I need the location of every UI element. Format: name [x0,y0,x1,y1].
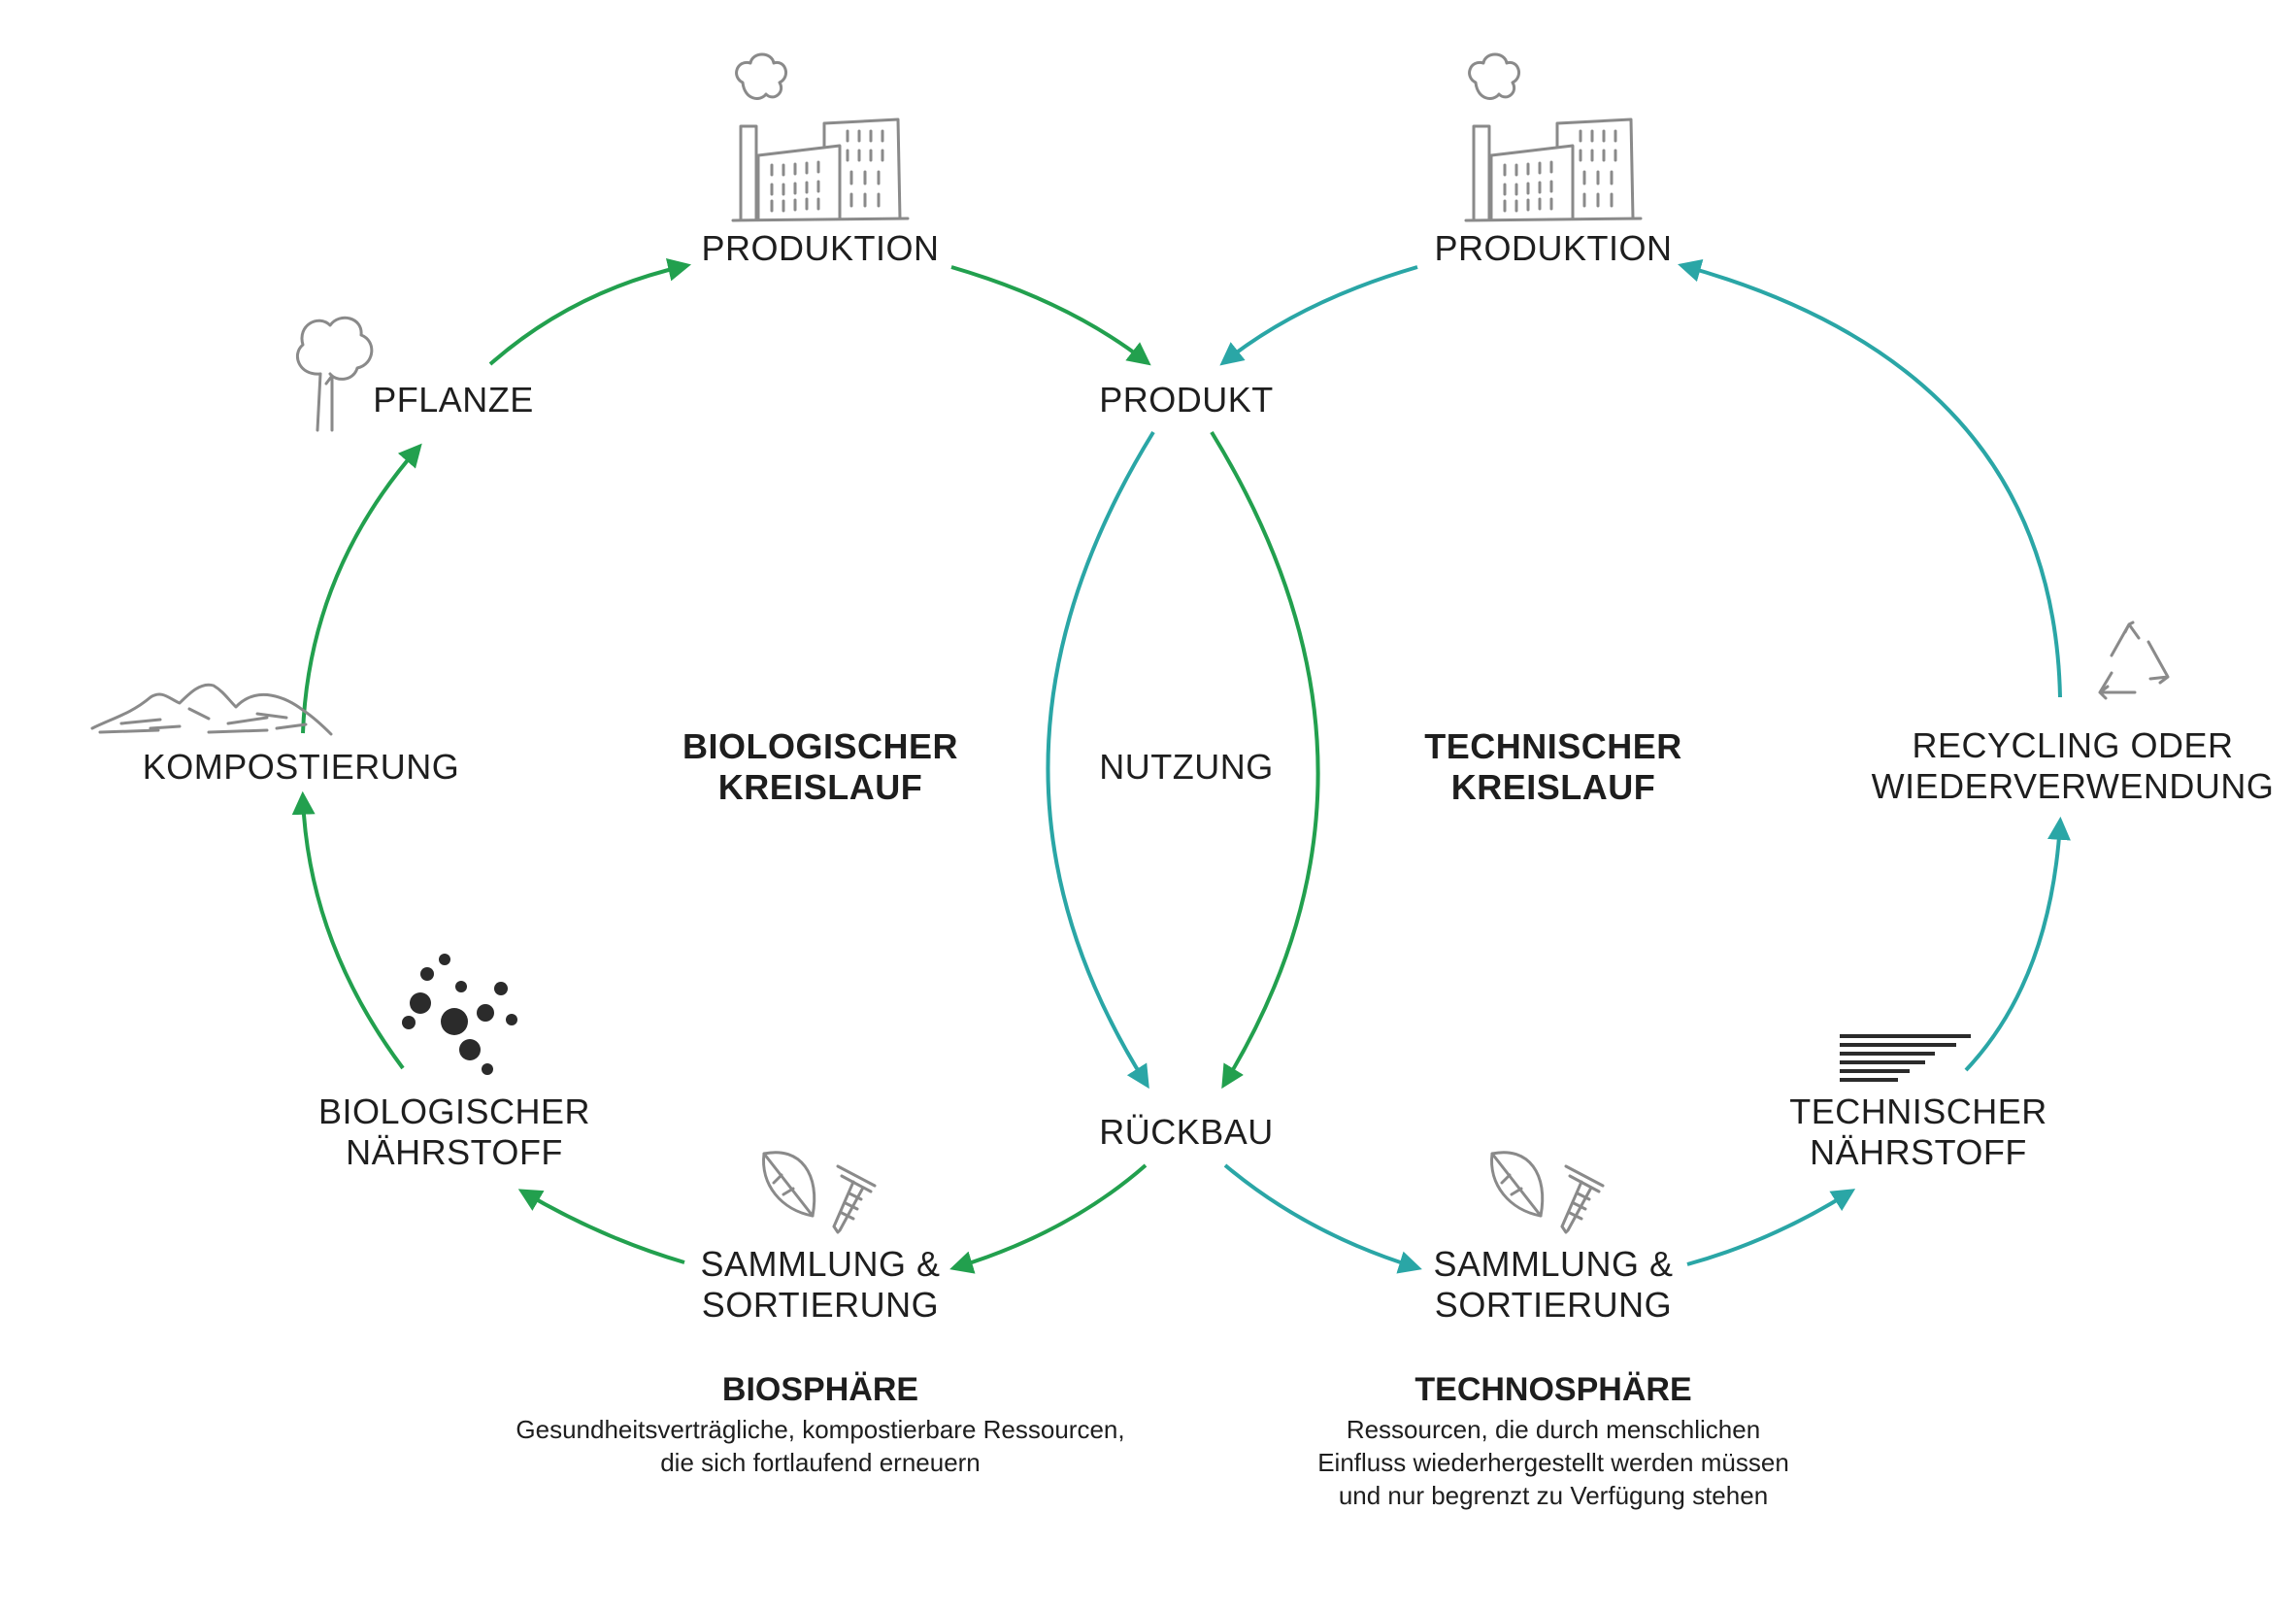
description-line: Einfluss wiederhergestellt werden müssen [1317,1448,1789,1477]
biosphaere-description: Gesundheitsverträgliche, kompostierbare … [516,1413,1124,1479]
material-layers-icon [1840,1034,1971,1082]
screw-icon [832,1164,877,1234]
label-sammlung-tech: SAMMLUNG & SORTIERUNG [1433,1244,1673,1326]
arrow-pflanze-to-produktion [488,258,692,366]
label-nutzung: NUTZUNG [1099,747,1274,787]
arrow-naehrstoff-to-kompostierung [291,790,405,1070]
arrow-kompostierung-to-pflanze [301,443,422,734]
label-line: BIOLOGISCHER [317,1091,591,1131]
label-pflanze: PFLANZE [373,380,534,420]
label-sammlung-bio: SAMMLUNG & SORTIERUNG [700,1244,940,1326]
label-line: SAMMLUNG & [1433,1244,1674,1284]
nutrient-dots-icon [402,954,517,1075]
leaf-icon [762,1151,816,1218]
label-line: RECYCLING ODER [1912,725,2234,765]
arrow-rueckbau-to-sammlung [949,1163,1148,1274]
label-produktion-tech: PRODUKTION [1434,228,1673,268]
label-line: BIOLOGISCHER [682,726,959,766]
arrow-recycling-to-produktion [1678,258,2062,698]
label-line: NÄHRSTOFF [346,1132,563,1172]
arrow-rueckbau-to-sammlung-tech [1223,1163,1422,1274]
factory-icon [1464,52,1643,222]
description-line: die sich fortlaufend erneuern [660,1448,981,1477]
technosphaere-description: Ressourcen, die durch menschlichen Einfl… [1317,1413,1789,1512]
label-biologischer-naehrstoff: BIOLOGISCHER NÄHRSTOFF [318,1091,590,1173]
label-line: SAMMLUNG & [700,1244,941,1284]
arrow-sammlung-to-naehrstoff-tech [1686,1189,1856,1266]
biosphaere-title: BIOSPHÄRE [721,1371,919,1408]
technical-cycle-arrows [1046,258,2071,1274]
label-technischer-naehrstoff: TECHNISCHER NÄHRSTOFF [1789,1091,2047,1173]
label-technischer-kreislauf: TECHNISCHER KREISLAUF [1424,726,1682,808]
recycle-icon [2098,621,2170,700]
description-line: und nur begrenzt zu Verfügung stehen [1338,1481,1769,1510]
label-line: KREISLAUF [717,767,923,807]
compost-heap-icon [90,683,333,736]
description-line: Gesundheitsverträgliche, kompostierbare … [516,1415,1125,1444]
label-recycling: RECYCLING ODER WIEDERVERWENDUNG [1872,725,2275,807]
factory-icon [731,52,910,222]
label-produktion-bio: PRODUKTION [701,228,940,268]
label-kompostierung: KOMPOSTIERUNG [142,747,460,787]
label-line: NÄHRSTOFF [1810,1132,2027,1172]
label-biologischer-kreislauf: BIOLOGISCHER KREISLAUF [682,726,958,808]
leaf-icon [1490,1151,1545,1218]
label-line: SORTIERUNG [701,1285,940,1325]
arrow-produktion-to-produkt-tech [1219,265,1418,366]
label-rueckbau: RÜCKBAU [1099,1112,1274,1152]
biological-cycle-arrows [291,258,1320,1274]
description-line: Ressourcen, die durch menschlichen [1346,1415,1761,1444]
arrow-sammlung-to-naehrstoff [517,1189,685,1264]
technosphaere-title: TECHNOSPHÄRE [1414,1371,1692,1408]
arrow-produkt-to-rueckbau-tech [1046,430,1155,1090]
label-line: KREISLAUF [1450,767,1656,807]
arrow-produktion-to-produkt [950,265,1151,366]
arrow-produkt-to-rueckbau [1210,430,1320,1090]
tree-icon [296,316,374,432]
arrow-naehrstoff-to-recycling [1964,816,2071,1072]
label-line: SORTIERUNG [1434,1285,1673,1325]
label-produkt: PRODUKT [1099,380,1274,420]
screw-icon [1560,1164,1605,1234]
label-line: TECHNISCHER [1424,726,1682,766]
label-line: TECHNISCHER [1789,1091,2047,1131]
label-line: WIEDERVERWENDUNG [1871,766,2275,806]
